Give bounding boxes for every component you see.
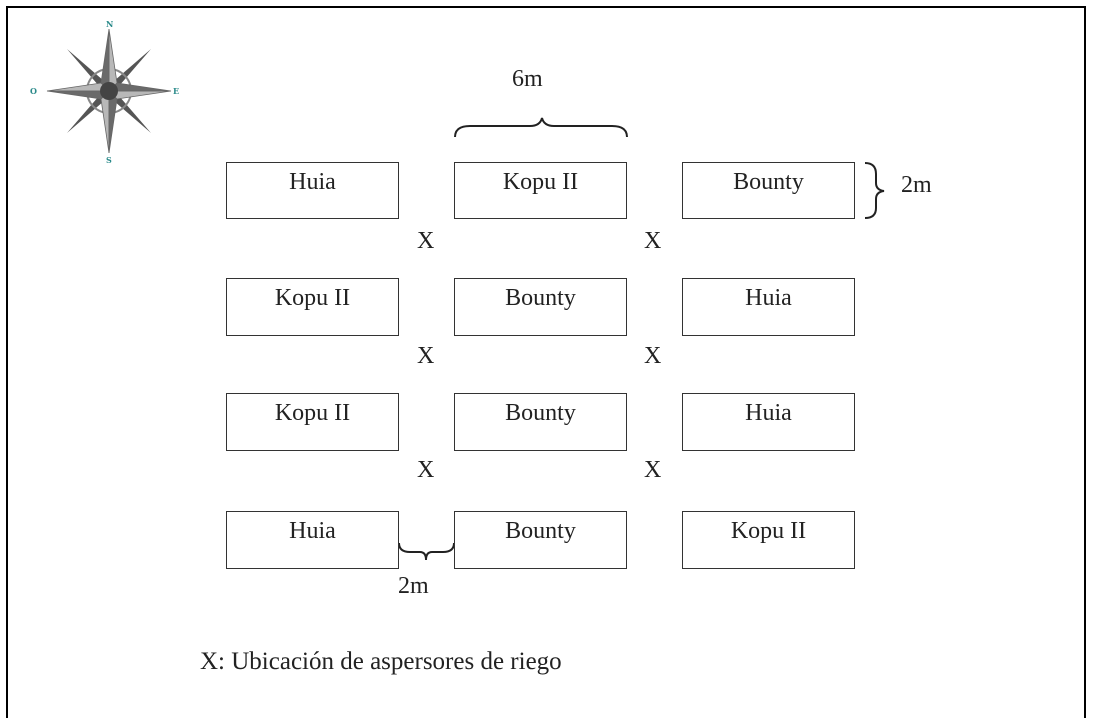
legend-text: X: Ubicación de aspersores de riego: [200, 648, 562, 675]
plot-r1-c1: Huia: [226, 162, 399, 219]
compass-rose-icon: N E S O: [30, 19, 179, 165]
compass-north-label: N: [106, 19, 113, 29]
sprinkler-marker: X: [644, 457, 662, 483]
compass-diagonal-points: [67, 49, 151, 133]
gap-brace: [398, 542, 455, 561]
figure-frame: [6, 6, 1086, 718]
sprinkler-marker: X: [417, 228, 435, 254]
plot-r2-c2: Bounty: [454, 278, 627, 336]
gap-label: 2m: [398, 573, 429, 599]
width-brace: [864, 162, 885, 219]
plot-r1-c2: Kopu II: [454, 162, 627, 219]
width-label: 2m: [901, 172, 932, 198]
plot-r1-c3: Bounty: [682, 162, 855, 219]
plot-r3-c1: Kopu II: [226, 393, 399, 451]
sprinkler-marker: X: [644, 343, 662, 369]
sprinkler-marker: X: [417, 457, 435, 483]
compass-east-label: E: [173, 86, 179, 96]
plot-r2-c3: Huia: [682, 278, 855, 336]
length-label: 6m: [512, 66, 543, 92]
plot-r4-c1: Huia: [226, 511, 399, 569]
compass-south-label: S: [106, 155, 112, 165]
sprinkler-marker: X: [417, 343, 435, 369]
plot-r4-c3: Kopu II: [682, 511, 855, 569]
plot-r3-c2: Bounty: [454, 393, 627, 451]
compass-west-label: O: [30, 86, 37, 96]
length-brace: [454, 117, 628, 138]
sprinkler-marker: X: [644, 228, 662, 254]
plot-r2-c1: Kopu II: [226, 278, 399, 336]
plot-r4-c2: Bounty: [454, 511, 627, 569]
plot-r3-c3: Huia: [682, 393, 855, 451]
